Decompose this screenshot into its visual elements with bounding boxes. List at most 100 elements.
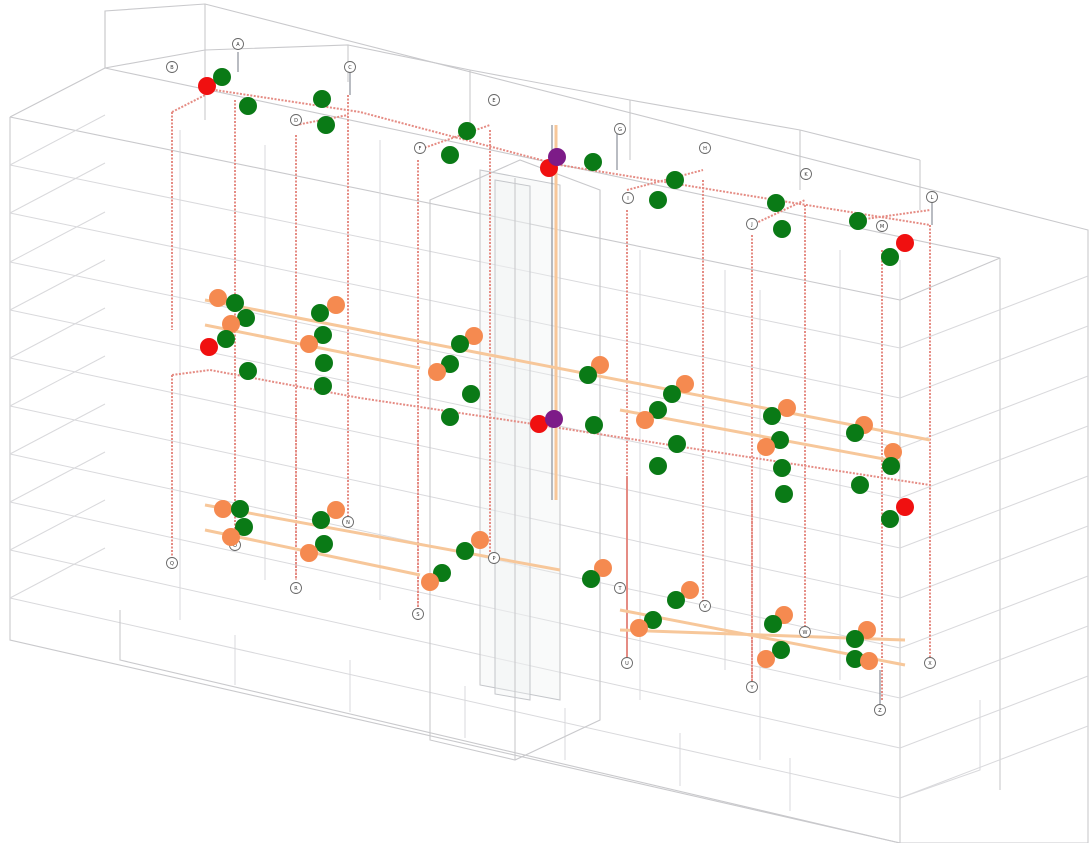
orange-fixture-marker xyxy=(591,356,609,374)
red-fixture-marker xyxy=(896,234,914,252)
riser-tag: M xyxy=(876,220,888,232)
riser-tag: N xyxy=(342,516,354,528)
orange-fixture-marker xyxy=(884,443,902,461)
green-fixture-marker xyxy=(881,510,899,528)
green-fixture-marker xyxy=(239,362,257,380)
orange-fixture-marker xyxy=(471,531,489,549)
green-fixture-marker xyxy=(773,220,791,238)
riser-tag-label: N xyxy=(346,520,350,526)
riser-tag: P xyxy=(488,552,500,564)
green-fixture-marker xyxy=(582,570,600,588)
riser-tag-label: A xyxy=(236,42,240,48)
riser-tag-label: J xyxy=(750,222,752,228)
riser-tag: F xyxy=(414,142,426,154)
riser-tag-circle xyxy=(342,516,354,528)
riser-tag: R xyxy=(290,582,302,594)
green-fixture-marker xyxy=(667,591,685,609)
orange-fixture-marker xyxy=(594,559,612,577)
riser-tag: W xyxy=(799,626,811,638)
orange-fixture-marker xyxy=(778,399,796,417)
ground-blocks xyxy=(119,610,981,843)
riser-tag: B xyxy=(166,61,178,73)
green-fixture-marker xyxy=(649,191,667,209)
green-fixture-marker xyxy=(213,68,231,86)
riser-tag-circle xyxy=(746,681,758,693)
riser-tag: G xyxy=(614,123,626,135)
riser-tag-circle xyxy=(414,142,426,154)
riser-tag: Q xyxy=(166,557,178,569)
green-fixture-marker xyxy=(441,408,459,426)
green-fixture-marker xyxy=(226,294,244,312)
orange-fixture-marker xyxy=(300,544,318,562)
green-fixture-marker xyxy=(312,511,330,529)
riser-tag-label: Q xyxy=(170,561,174,567)
green-fixture-marker xyxy=(649,457,667,475)
riser-tag-circle xyxy=(699,142,711,154)
green-fixture-marker xyxy=(313,90,331,108)
red-fixture-marker xyxy=(200,338,218,356)
green-fixture-marker xyxy=(846,650,864,668)
riser-tag-label: X xyxy=(928,661,932,667)
riser-tag-circle xyxy=(874,704,886,716)
orange-fixture-marker xyxy=(636,411,654,429)
green-fixture-marker xyxy=(456,542,474,560)
green-fixture-marker xyxy=(767,194,785,212)
orange-fixture-marker xyxy=(327,501,345,519)
orange-fixture-marker xyxy=(757,650,775,668)
green-fixture-marker xyxy=(846,630,864,648)
riser-tag-circle xyxy=(412,608,424,620)
riser-tag: T xyxy=(614,582,626,594)
red-fixture-marker xyxy=(530,415,548,433)
green-fixture-marker xyxy=(441,146,459,164)
green-fixture-marker xyxy=(763,407,781,425)
riser-tag-label: D xyxy=(294,118,298,124)
riser-tag-circle xyxy=(166,557,178,569)
green-fixture-marker xyxy=(772,641,790,659)
orange-fixture-marker xyxy=(630,619,648,637)
riser-tag: U xyxy=(621,657,633,669)
orange-fixture-marker xyxy=(465,327,483,345)
orange-fixture-marker xyxy=(860,652,878,670)
riser-tag-circle xyxy=(614,123,626,135)
riser-tag-label: F xyxy=(419,146,422,152)
green-fixture-marker xyxy=(217,330,235,348)
riser-tag-circle xyxy=(800,168,812,180)
riser-tag-circle xyxy=(166,61,178,73)
central-shaft xyxy=(429,159,601,761)
riser-tag: S xyxy=(412,608,424,620)
riser-tag-label: B xyxy=(170,65,174,71)
riser-tag: J xyxy=(746,218,758,230)
green-fixture-marker xyxy=(579,366,597,384)
green-fixture-marker xyxy=(458,122,476,140)
riser-tag-circle xyxy=(699,600,711,612)
riser-tag-circle xyxy=(621,657,633,669)
red-fixture-marker xyxy=(896,498,914,516)
riser-tag-label: C xyxy=(348,65,352,71)
riser-tag-label: W xyxy=(803,630,808,636)
riser-tag-label: P xyxy=(492,556,495,562)
riser-tag-label: I xyxy=(627,196,628,202)
orange-fixture-marker xyxy=(327,296,345,314)
riser-tag: X xyxy=(924,657,936,669)
riser-tag-circle xyxy=(344,61,356,73)
green-fixture-marker xyxy=(315,354,333,372)
riser-tag-label: Z xyxy=(878,708,882,714)
red-fixture-marker xyxy=(198,77,216,95)
riser-tag-circle xyxy=(290,582,302,594)
green-fixture-marker xyxy=(314,377,332,395)
riser-tag-label: S xyxy=(416,612,419,618)
green-fixture-marker xyxy=(849,212,867,230)
green-fixture-marker xyxy=(851,476,869,494)
riser-tag-circle xyxy=(622,192,634,204)
green-fixture-marker xyxy=(644,611,662,629)
green-fixture-marker xyxy=(315,535,333,553)
green-fixture-marker xyxy=(881,248,899,266)
green-fixture-marker xyxy=(235,518,253,536)
riser-tag-circle xyxy=(876,220,888,232)
green-fixture-marker xyxy=(668,435,686,453)
riser-tag-circle xyxy=(746,218,758,230)
riser-tag-label: V xyxy=(703,604,707,610)
orange-fixture-marker xyxy=(681,581,699,599)
